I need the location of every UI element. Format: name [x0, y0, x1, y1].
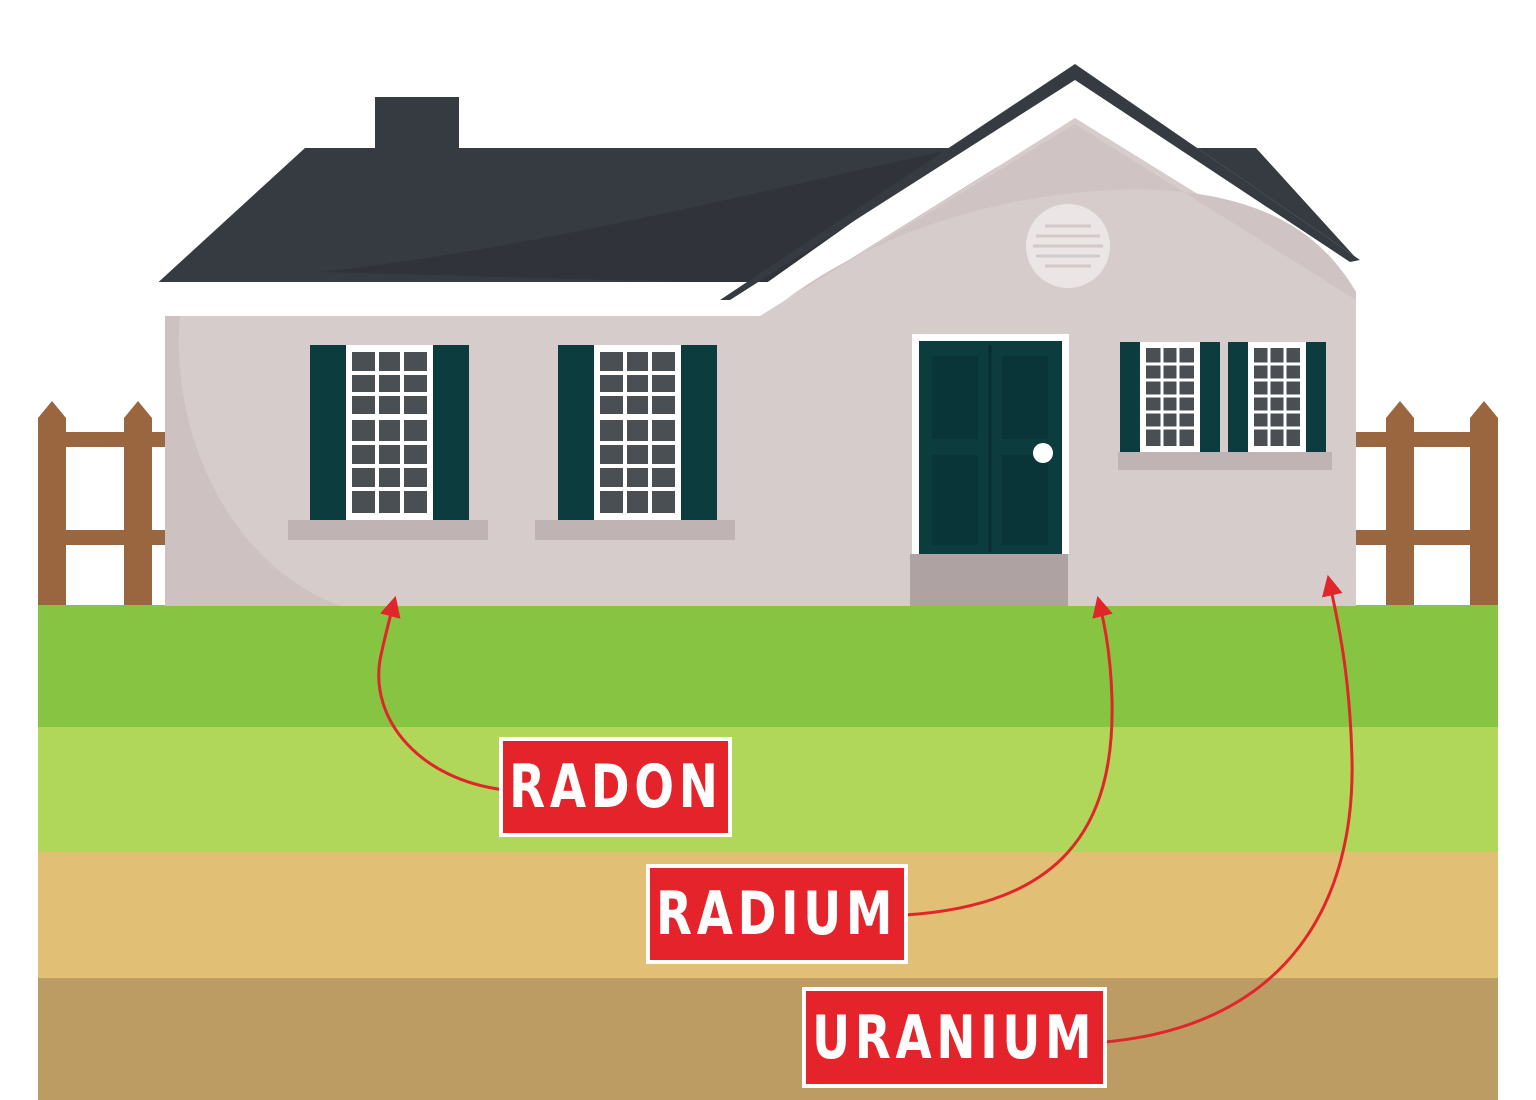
- uranium-label: URANIUM: [802, 987, 1107, 1088]
- gable-roof-edge: [720, 64, 1360, 300]
- soil-dark-layer: [38, 978, 1498, 1100]
- grass-mid-layer: [38, 727, 1498, 852]
- window-sill: [1118, 452, 1332, 470]
- radon-label-text: RADON: [508, 752, 723, 822]
- radon-arrow: [377, 595, 506, 792]
- gable-wall-tone: [785, 124, 1356, 300]
- uranium-arrow: [1104, 574, 1354, 1044]
- attic-vent-icon: [1026, 204, 1110, 288]
- grass-top-layer: [38, 605, 1498, 727]
- main-wall-shadow: [165, 316, 340, 606]
- window-center: [535, 345, 735, 540]
- door-step: [910, 554, 1068, 606]
- left-fence: [38, 401, 166, 605]
- radium-arrow: [904, 595, 1114, 917]
- right-fence: [1356, 401, 1498, 605]
- radium-label: RADIUM: [646, 864, 908, 964]
- ground-layers: [38, 605, 1498, 1100]
- door-knob-icon: [1033, 443, 1053, 463]
- front-door: [910, 334, 1069, 606]
- window-sill: [288, 520, 488, 540]
- arrows: [377, 574, 1354, 1044]
- roof-eave-trim: [138, 282, 780, 316]
- uranium-label-text: URANIUM: [812, 1002, 1097, 1073]
- radium-label-text: RADIUM: [656, 879, 898, 949]
- window-sill: [535, 520, 735, 540]
- gable-roof-trim: [720, 64, 1360, 316]
- window-right-double: [1118, 342, 1332, 470]
- radon-label: RADON: [499, 737, 732, 837]
- window-left: [288, 345, 488, 540]
